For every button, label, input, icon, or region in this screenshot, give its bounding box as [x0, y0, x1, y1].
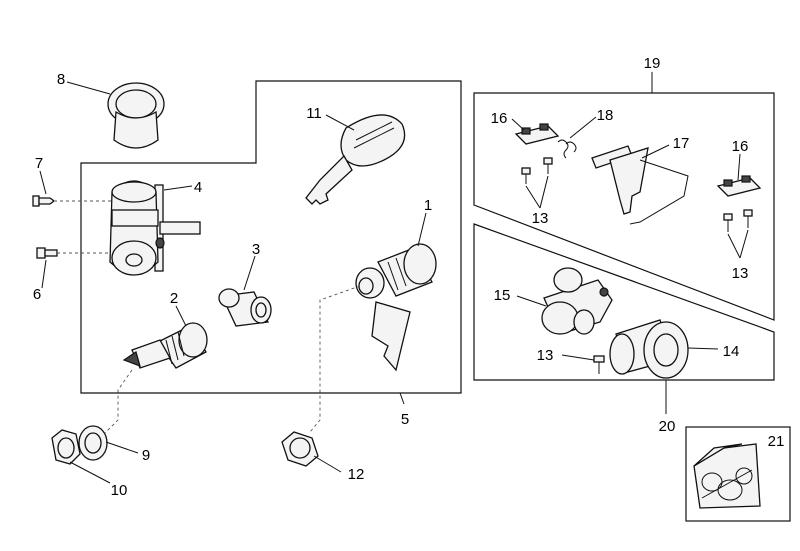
- part-7-screw[interactable]: [32, 195, 56, 207]
- part-9-lock-washer[interactable]: [78, 425, 108, 461]
- part-3-cylinder[interactable]: [218, 288, 272, 327]
- callout-16-left: 16: [491, 110, 508, 127]
- part-13-screw-kit19-d[interactable]: [743, 209, 753, 228]
- part-13-screw-kit19-c[interactable]: [723, 213, 733, 232]
- callout-14: 14: [723, 343, 740, 360]
- part-4-lock-housing[interactable]: [109, 180, 201, 276]
- callout-2: 2: [170, 290, 178, 307]
- part-13-screw-kit19-b[interactable]: [543, 157, 553, 174]
- frame-saddle-lock-kit: [473, 92, 775, 321]
- callout-7: 7: [35, 155, 43, 172]
- part-1-lock[interactable]: [355, 243, 437, 372]
- assembly-line-2: [101, 369, 133, 437]
- callout-1: 1: [424, 197, 432, 214]
- part-16-clip-right[interactable]: [716, 175, 762, 197]
- part-10-nut[interactable]: [51, 429, 81, 465]
- callout-3: 3: [252, 241, 260, 258]
- callout-9: 9: [142, 447, 150, 464]
- part-12-nut[interactable]: [281, 431, 319, 467]
- callout-15: 15: [494, 287, 511, 304]
- part-13-screw-kit20[interactable]: [593, 355, 605, 374]
- frame-lock-set: [80, 80, 462, 394]
- part-11-key[interactable]: [305, 114, 406, 205]
- callout-4: 4: [194, 179, 202, 196]
- callout-19: 19: [644, 55, 661, 72]
- part-18-spring[interactable]: [557, 139, 577, 159]
- part-13-screw-kit19-a[interactable]: [521, 167, 531, 184]
- callout-21: 21: [768, 433, 785, 450]
- callout-6: 6: [33, 286, 41, 303]
- part-8-bushing[interactable]: [107, 82, 165, 149]
- part-16-clip-left[interactable]: [514, 123, 560, 145]
- frame-lock-cylinder-kit: [473, 223, 775, 381]
- callout-5: 5: [401, 411, 409, 428]
- callout-16-right: 16: [732, 138, 749, 155]
- callout-20: 20: [659, 418, 676, 435]
- part-21-kit-box[interactable]: [693, 443, 761, 509]
- callout-13-kit20: 13: [537, 347, 554, 364]
- callout-labels: 8 7 6 4 11 3 2 1 5 9 10 12 19 16 18 17 1…: [33, 55, 785, 499]
- frame-kit-box: [685, 426, 791, 522]
- callout-10: 10: [111, 482, 128, 499]
- leader-lines: [39, 72, 749, 484]
- part-14-sleeve[interactable]: [609, 319, 689, 379]
- part-17-latch-rod[interactable]: [591, 145, 689, 225]
- callout-8: 8: [57, 71, 65, 88]
- part-2-lock[interactable]: [122, 322, 208, 369]
- callout-18: 18: [597, 107, 614, 124]
- callout-12: 12: [348, 466, 365, 483]
- callout-13-kit19-left: 13: [532, 210, 549, 227]
- callout-11: 11: [306, 105, 322, 122]
- callout-13-kit19-right: 13: [732, 265, 749, 282]
- callout-17: 17: [673, 135, 690, 152]
- part-6-screw[interactable]: [36, 247, 58, 259]
- part-15-lock-body[interactable]: [541, 267, 613, 335]
- assembly-line-1: [309, 285, 361, 433]
